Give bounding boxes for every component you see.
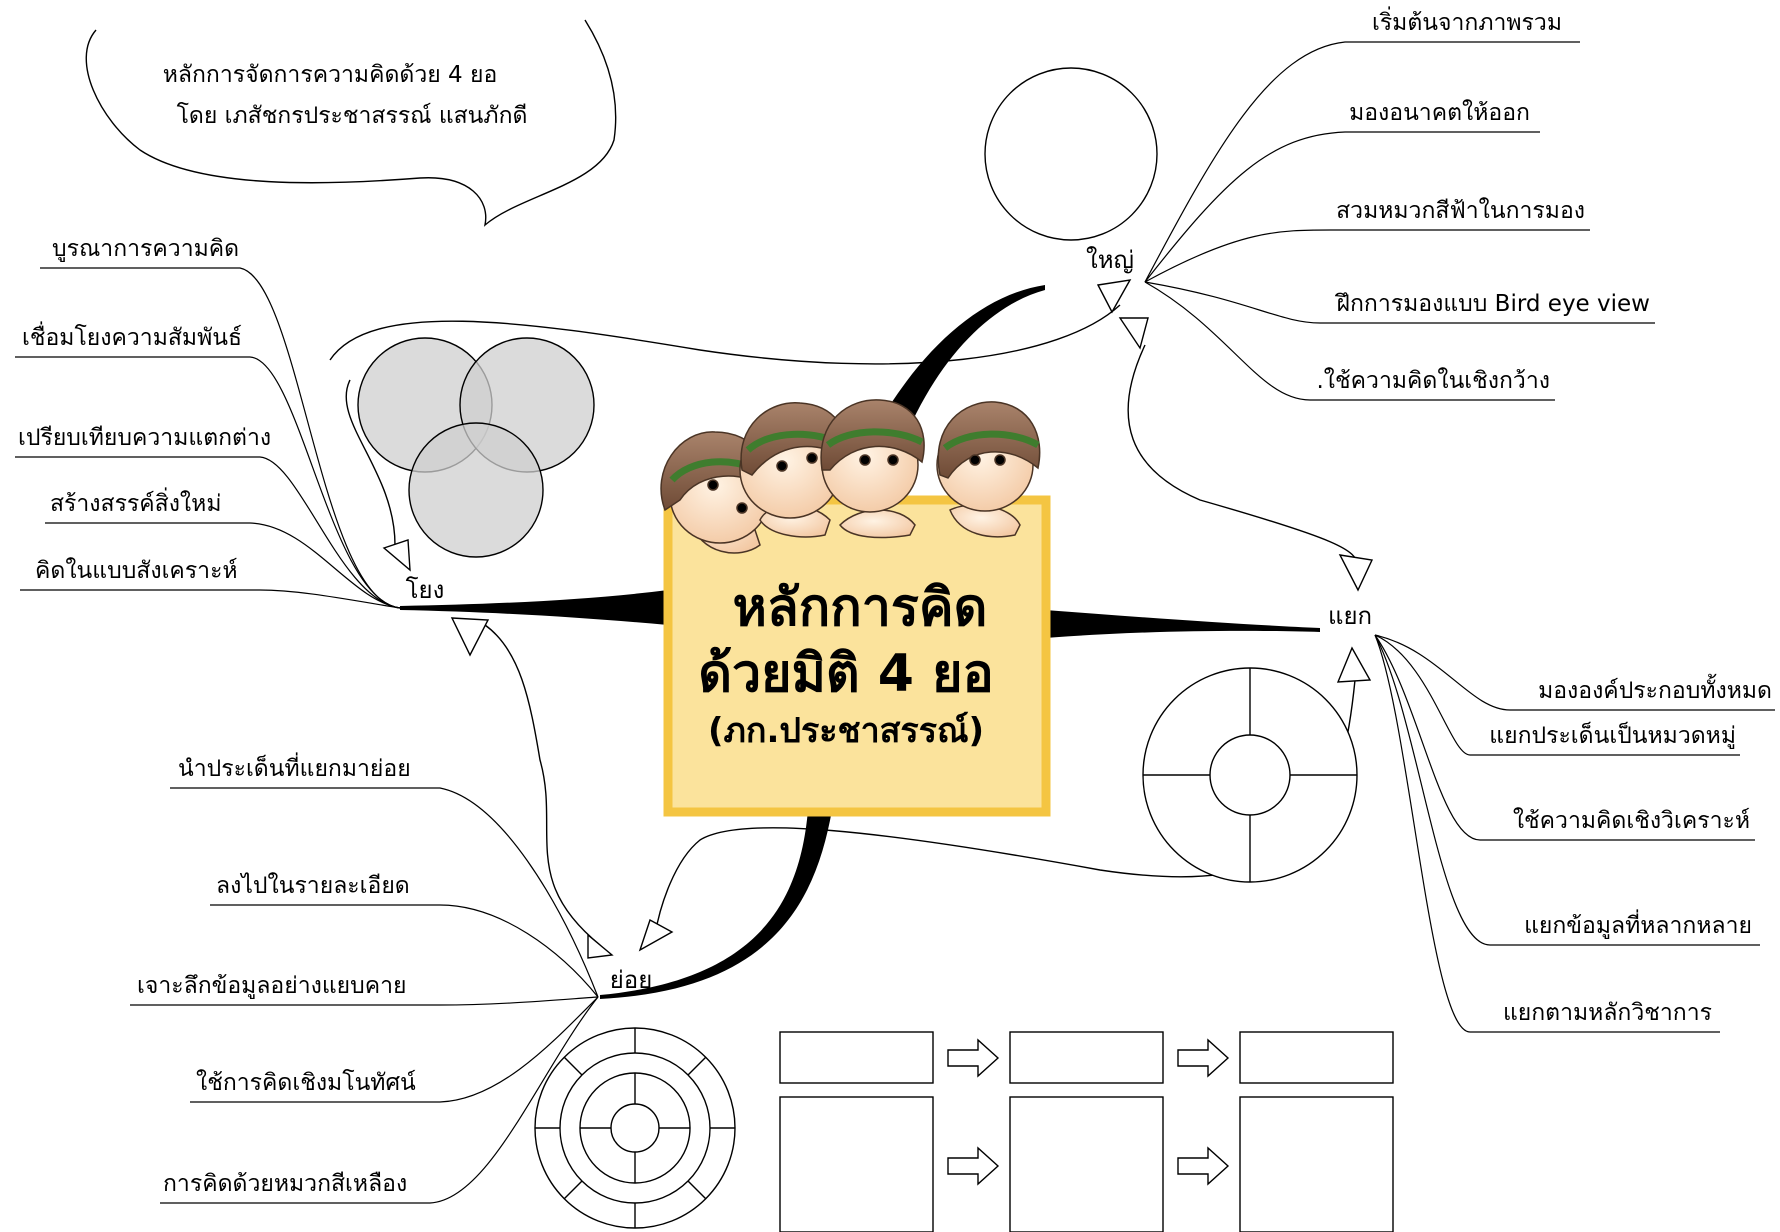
cycle-arrowheads bbox=[382, 279, 1374, 959]
flow-arrow-2 bbox=[1177, 1038, 1230, 1078]
flow-box-3a bbox=[1239, 1031, 1394, 1084]
flow-box-3b bbox=[1239, 1096, 1394, 1232]
kid-3 bbox=[820, 399, 925, 539]
arrowhead-into-yong-top bbox=[382, 539, 411, 572]
arrowhead-into-yong-bottom bbox=[450, 617, 490, 657]
yoi-leaf-line-5 bbox=[160, 996, 599, 1204]
yai-leaf-lines bbox=[1144, 41, 1655, 401]
yong-leaf-1: บูรณาการความคิด bbox=[52, 236, 239, 262]
yong-leaf-line-5 bbox=[20, 589, 401, 609]
yai-circle-icon bbox=[984, 67, 1158, 241]
yoi-leaf-line-1 bbox=[170, 787, 599, 998]
yong-leaf-5: คิดในแบบสังเคราะห์ bbox=[35, 557, 238, 584]
yaek-leaf-line-1 bbox=[1374, 634, 1775, 711]
note-cloud-line2: โดย เภสัชกรประชาสรรณ์ แสนภักดี bbox=[177, 102, 528, 129]
yong-leaf-line-2 bbox=[15, 356, 401, 609]
yaek-leaf-line-5 bbox=[1374, 634, 1720, 1033]
yoi-leaf-line-3 bbox=[130, 996, 599, 1006]
characters-illustration bbox=[660, 399, 1041, 554]
yai-leaf-line-4 bbox=[1144, 281, 1655, 324]
yaek-leaf-line-2 bbox=[1374, 634, 1740, 756]
yaek-leaf-line-4 bbox=[1374, 634, 1760, 946]
flow-sequence-icon bbox=[779, 1031, 1394, 1232]
hub-yoi-label: ย่อย bbox=[610, 966, 653, 994]
yai-leaf-line-2 bbox=[1144, 131, 1540, 283]
yoi-leaves: นำประเด็นที่แยกมาย่อย ลงไปในรายละเอียด เ… bbox=[137, 752, 416, 1197]
yong-leaf-line-4 bbox=[45, 522, 401, 609]
hub-yong-label: โยง bbox=[406, 576, 445, 604]
yoi-leaf-line-2 bbox=[210, 904, 599, 998]
branch-main-yaek bbox=[1045, 610, 1320, 638]
yai-leaf-4: ฝึกการมองแบบ Bird eye view bbox=[1335, 291, 1650, 317]
yoi-leaf-line-4 bbox=[190, 996, 599, 1103]
branch-main-yai bbox=[875, 285, 1045, 450]
yong-venn-icon bbox=[357, 337, 595, 558]
flow-box-2a bbox=[1009, 1031, 1164, 1084]
center-title-line2: ด้วยมิติ 4 ยอ bbox=[698, 644, 994, 704]
yoi-leaf-lines bbox=[130, 787, 599, 1204]
connector-yong-down bbox=[345, 379, 396, 546]
arrowhead-into-yoi-right bbox=[638, 918, 674, 952]
yai-leaf-line-5 bbox=[1144, 281, 1555, 401]
yaek-leaf-2: แยกประเด็นเป็นหมวดหมู่ bbox=[1489, 720, 1736, 749]
connector-yong-to-yai bbox=[329, 304, 1121, 365]
kid-4 bbox=[936, 401, 1041, 538]
yaek-leaf-lines bbox=[1374, 634, 1775, 1033]
yoi-leaf-1: นำประเด็นที่แยกมาย่อย bbox=[178, 752, 411, 782]
branch-main-yong bbox=[400, 590, 668, 625]
arrowhead-into-yaek-top bbox=[1338, 554, 1374, 592]
yong-leaves: บูรณาการความคิด เชื่อมโยงความสัมพันธ์ เป… bbox=[18, 236, 271, 584]
yaek-leaf-4: แยกข้อมูลที่หลากหลาย bbox=[1524, 909, 1752, 939]
yoi-leaf-2: ลงไปในรายละเอียด bbox=[216, 872, 410, 899]
yai-leaf-2: มองอนาคตให้ออก bbox=[1349, 99, 1530, 126]
yoi-leaf-4: ใช้การคิดเชิงมโนทัศน์ bbox=[196, 1069, 416, 1096]
yai-leaf-1: เริ่มต้นจากภาพรวม bbox=[1372, 6, 1562, 36]
yong-leaf-2: เชื่อมโยงความสัมพันธ์ bbox=[22, 321, 242, 351]
flow-arrow-4 bbox=[1177, 1146, 1230, 1186]
note-cloud-outline bbox=[85, 19, 617, 227]
yoi-leaf-5: การคิดด้วยหมวกสีเหลือง bbox=[163, 1171, 407, 1197]
yaek-leaf-5: แยกตามหลักวิชาการ bbox=[1503, 1000, 1712, 1026]
flow-box-1a bbox=[779, 1031, 934, 1084]
hub-yaek-label: แยก bbox=[1328, 602, 1372, 630]
yai-leaf-5: .ใช้ความคิดในเชิงกว้าง bbox=[1317, 367, 1551, 394]
yong-leaf-4: สร้างสรรค์สิ่งใหม่ bbox=[50, 487, 222, 517]
flow-arrow-1 bbox=[947, 1038, 1000, 1078]
yoi-segmented-rings-icon bbox=[534, 1027, 736, 1229]
connector-yoi-to-yong bbox=[484, 624, 601, 946]
connector-yai-to-yaek bbox=[1127, 344, 1359, 566]
yong-leaf-line-3 bbox=[15, 456, 401, 609]
hub-yai-label: ใหญ่ bbox=[1086, 246, 1134, 274]
yaek-leaf-1: มององค์ประกอบทั้งหมด bbox=[1538, 674, 1772, 704]
yai-leaf-3: สวมหมวกสีฟ้าในการมอง bbox=[1336, 197, 1585, 224]
kid-2 bbox=[739, 402, 849, 538]
note-cloud-line1: หลักการจัดการความคิดด้วย 4 ยอ bbox=[163, 62, 498, 88]
yong-leaf-3: เปรียบเทียบความแตกต่าง bbox=[18, 425, 271, 451]
yaek-leaves: มององค์ประกอบทั้งหมด แยกประเด็นเป็นหมวดห… bbox=[1489, 674, 1772, 1026]
center-title-line1: หลักการคิด bbox=[733, 578, 988, 638]
arrowhead-into-yaek-bottom bbox=[1336, 646, 1372, 683]
flow-box-2b bbox=[1009, 1096, 1164, 1232]
arrowhead-into-yoi-left bbox=[587, 933, 614, 959]
yai-leaf-line-1 bbox=[1144, 41, 1580, 283]
yoi-leaf-3: เจาะลึกข้อมูลอย่างแยบคาย bbox=[137, 973, 407, 999]
arrowhead-yai-down bbox=[1118, 317, 1149, 350]
yai-leaves: เริ่มต้นจากภาพรวม มองอนาคตให้ออก สวมหมวก… bbox=[1317, 6, 1651, 394]
yaek-leaf-line-3 bbox=[1374, 634, 1755, 841]
flow-arrow-3 bbox=[947, 1146, 1000, 1186]
center-title-line3: (ภก.ประชาสรรณ์) bbox=[708, 711, 984, 751]
yong-leaf-lines bbox=[15, 267, 401, 609]
flow-box-1b bbox=[779, 1096, 934, 1232]
yaek-divided-ring-icon bbox=[1142, 667, 1358, 883]
yai-leaf-line-3 bbox=[1144, 229, 1590, 283]
yaek-leaf-3: ใช้ความคิดเชิงวิเคราะห์ bbox=[1513, 807, 1750, 834]
yong-leaf-line-1 bbox=[40, 267, 401, 609]
note-cloud: หลักการจัดการความคิดด้วย 4 ยอ โดย เภสัชก… bbox=[85, 19, 617, 227]
arrowhead-into-yai bbox=[1096, 279, 1132, 314]
